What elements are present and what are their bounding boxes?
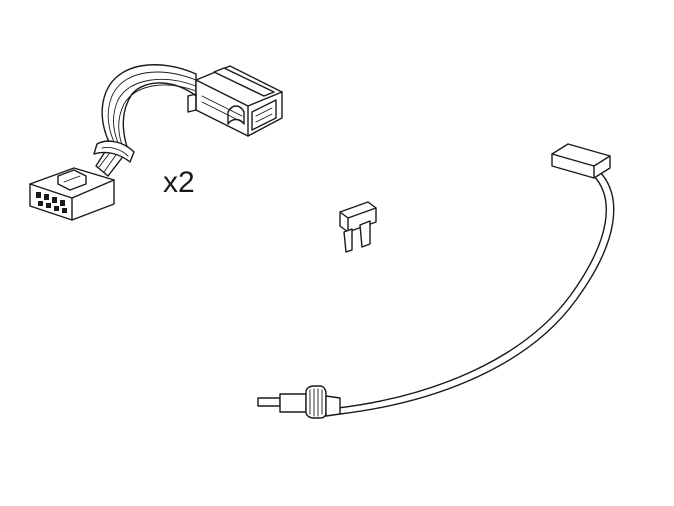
- wire-bundle: [93, 64, 197, 177]
- harness-connector-large: [187, 65, 283, 137]
- antenna-adapter-cable-icon: [257, 143, 615, 419]
- wiring-harness-adapter-icon: [29, 64, 283, 221]
- blade-fuse-icon: [339, 201, 377, 253]
- quantity-label: x2: [163, 166, 195, 199]
- harness-connector-small: [29, 167, 115, 221]
